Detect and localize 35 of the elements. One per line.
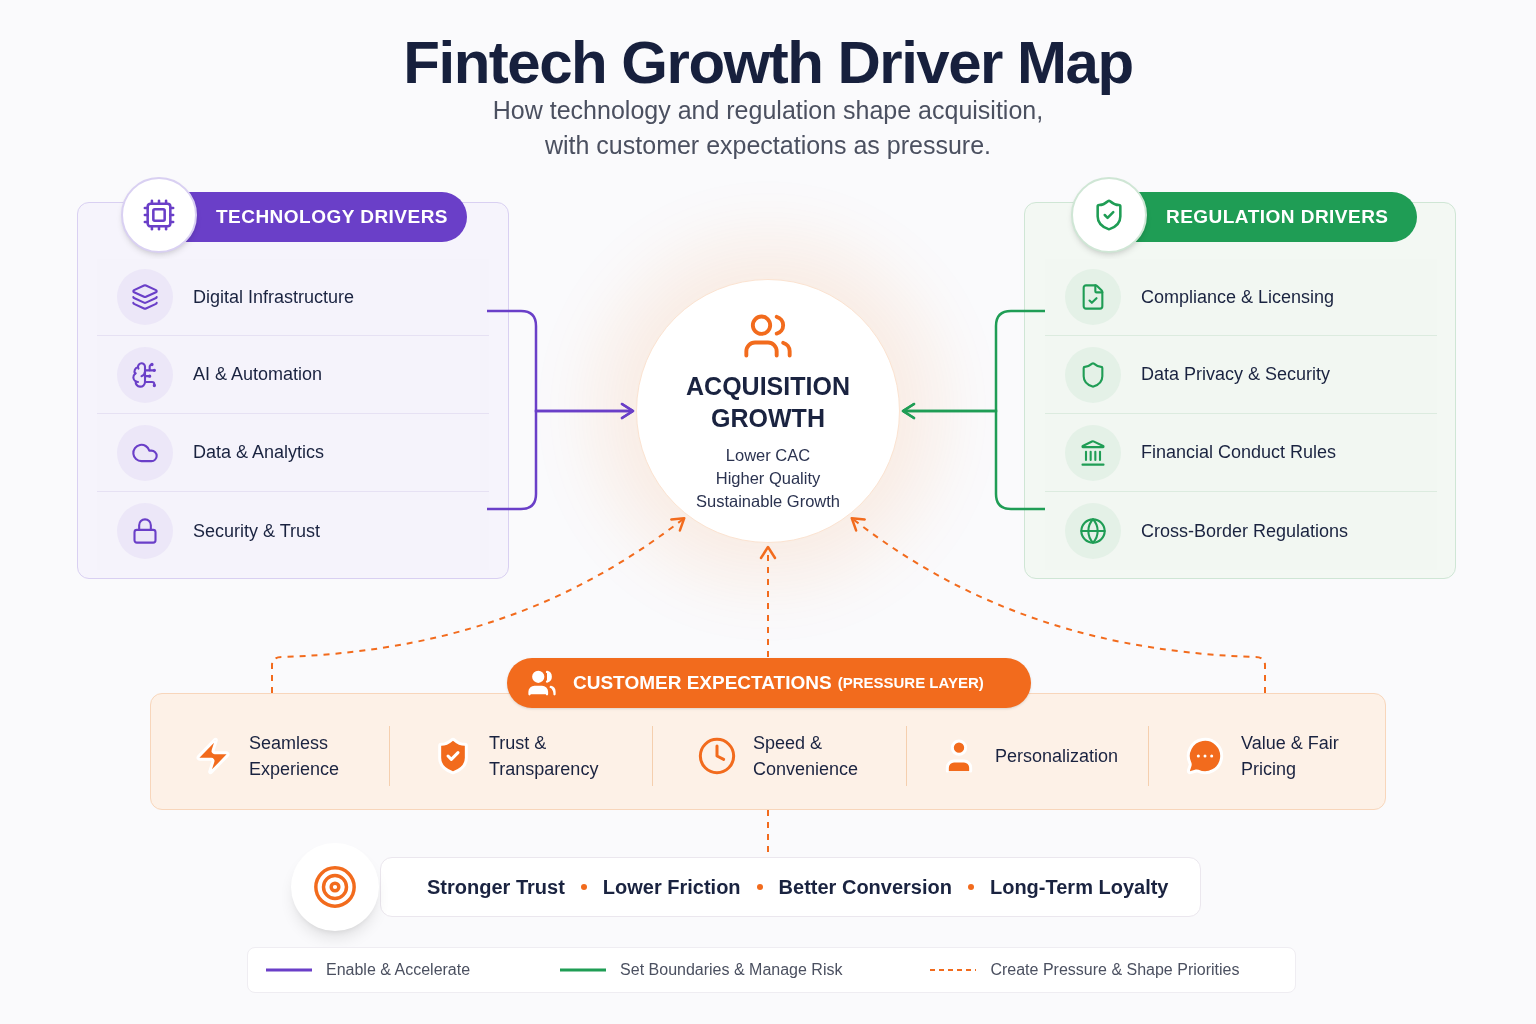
expectation-label: Speed & Convenience bbox=[753, 732, 860, 781]
legend-label: Enable & Accelerate bbox=[326, 960, 471, 980]
legend-label: Create Pressure & Shape Priorities bbox=[990, 960, 1240, 980]
connector-arrow bbox=[759, 545, 777, 658]
goal-heading: ACQUISITION GROWTH bbox=[685, 370, 851, 434]
connector-arrow bbox=[901, 402, 1045, 511]
expectation-label: Personalization bbox=[995, 745, 1120, 768]
driver-label: Financial Conduct Rules bbox=[1141, 441, 1337, 464]
outcome-label: Better Conversion bbox=[778, 875, 952, 900]
legend-label: Set Boundaries & Manage Risk bbox=[620, 960, 843, 980]
panel-heading: REGULATION DRIVERS bbox=[1166, 204, 1389, 229]
driver-label: Data Privacy & Security bbox=[1141, 363, 1331, 386]
pill-subheading: (PRESSURE LAYER) bbox=[837, 672, 984, 693]
expectation-label: Seamless Experience bbox=[249, 732, 341, 781]
panel-heading: TECHNOLOGY DRIVERS bbox=[216, 204, 448, 229]
outcome-label: Lower Friction bbox=[602, 875, 741, 900]
driver-label: Security & Trust bbox=[193, 519, 321, 543]
expectation-label: Value & Fair Pricing bbox=[1241, 732, 1340, 781]
subtitle: How technology and regulation shape acquisition, with customer expectations as pressure. bbox=[491, 95, 1045, 161]
driver-label: Data & Analytics bbox=[193, 441, 325, 464]
outcome-label: Stronger Trust bbox=[427, 875, 565, 900]
goal-detail: Higher Quality bbox=[715, 467, 821, 489]
goal-detail: Lower CAC bbox=[725, 444, 811, 466]
driver-label: AI & Automation bbox=[193, 363, 323, 386]
driver-label: Compliance & Licensing bbox=[1141, 285, 1335, 309]
connector-arrow bbox=[271, 516, 686, 694]
driver-label: Digital Infrastructure bbox=[193, 285, 355, 309]
goal-detail: Sustainable Growth bbox=[696, 490, 840, 512]
expectation-label: Trust & Transparency bbox=[489, 732, 600, 781]
connector-arrow bbox=[487, 402, 635, 511]
title: Fintech Growth Driver Map bbox=[402, 28, 1134, 98]
outcome-label: Long-Term Loyalty bbox=[989, 875, 1169, 900]
driver-label: Cross-Border Regulations bbox=[1141, 519, 1349, 543]
connector-arrow bbox=[850, 516, 1266, 694]
pill-heading: CUSTOMER EXPECTATIONS bbox=[573, 670, 832, 695]
